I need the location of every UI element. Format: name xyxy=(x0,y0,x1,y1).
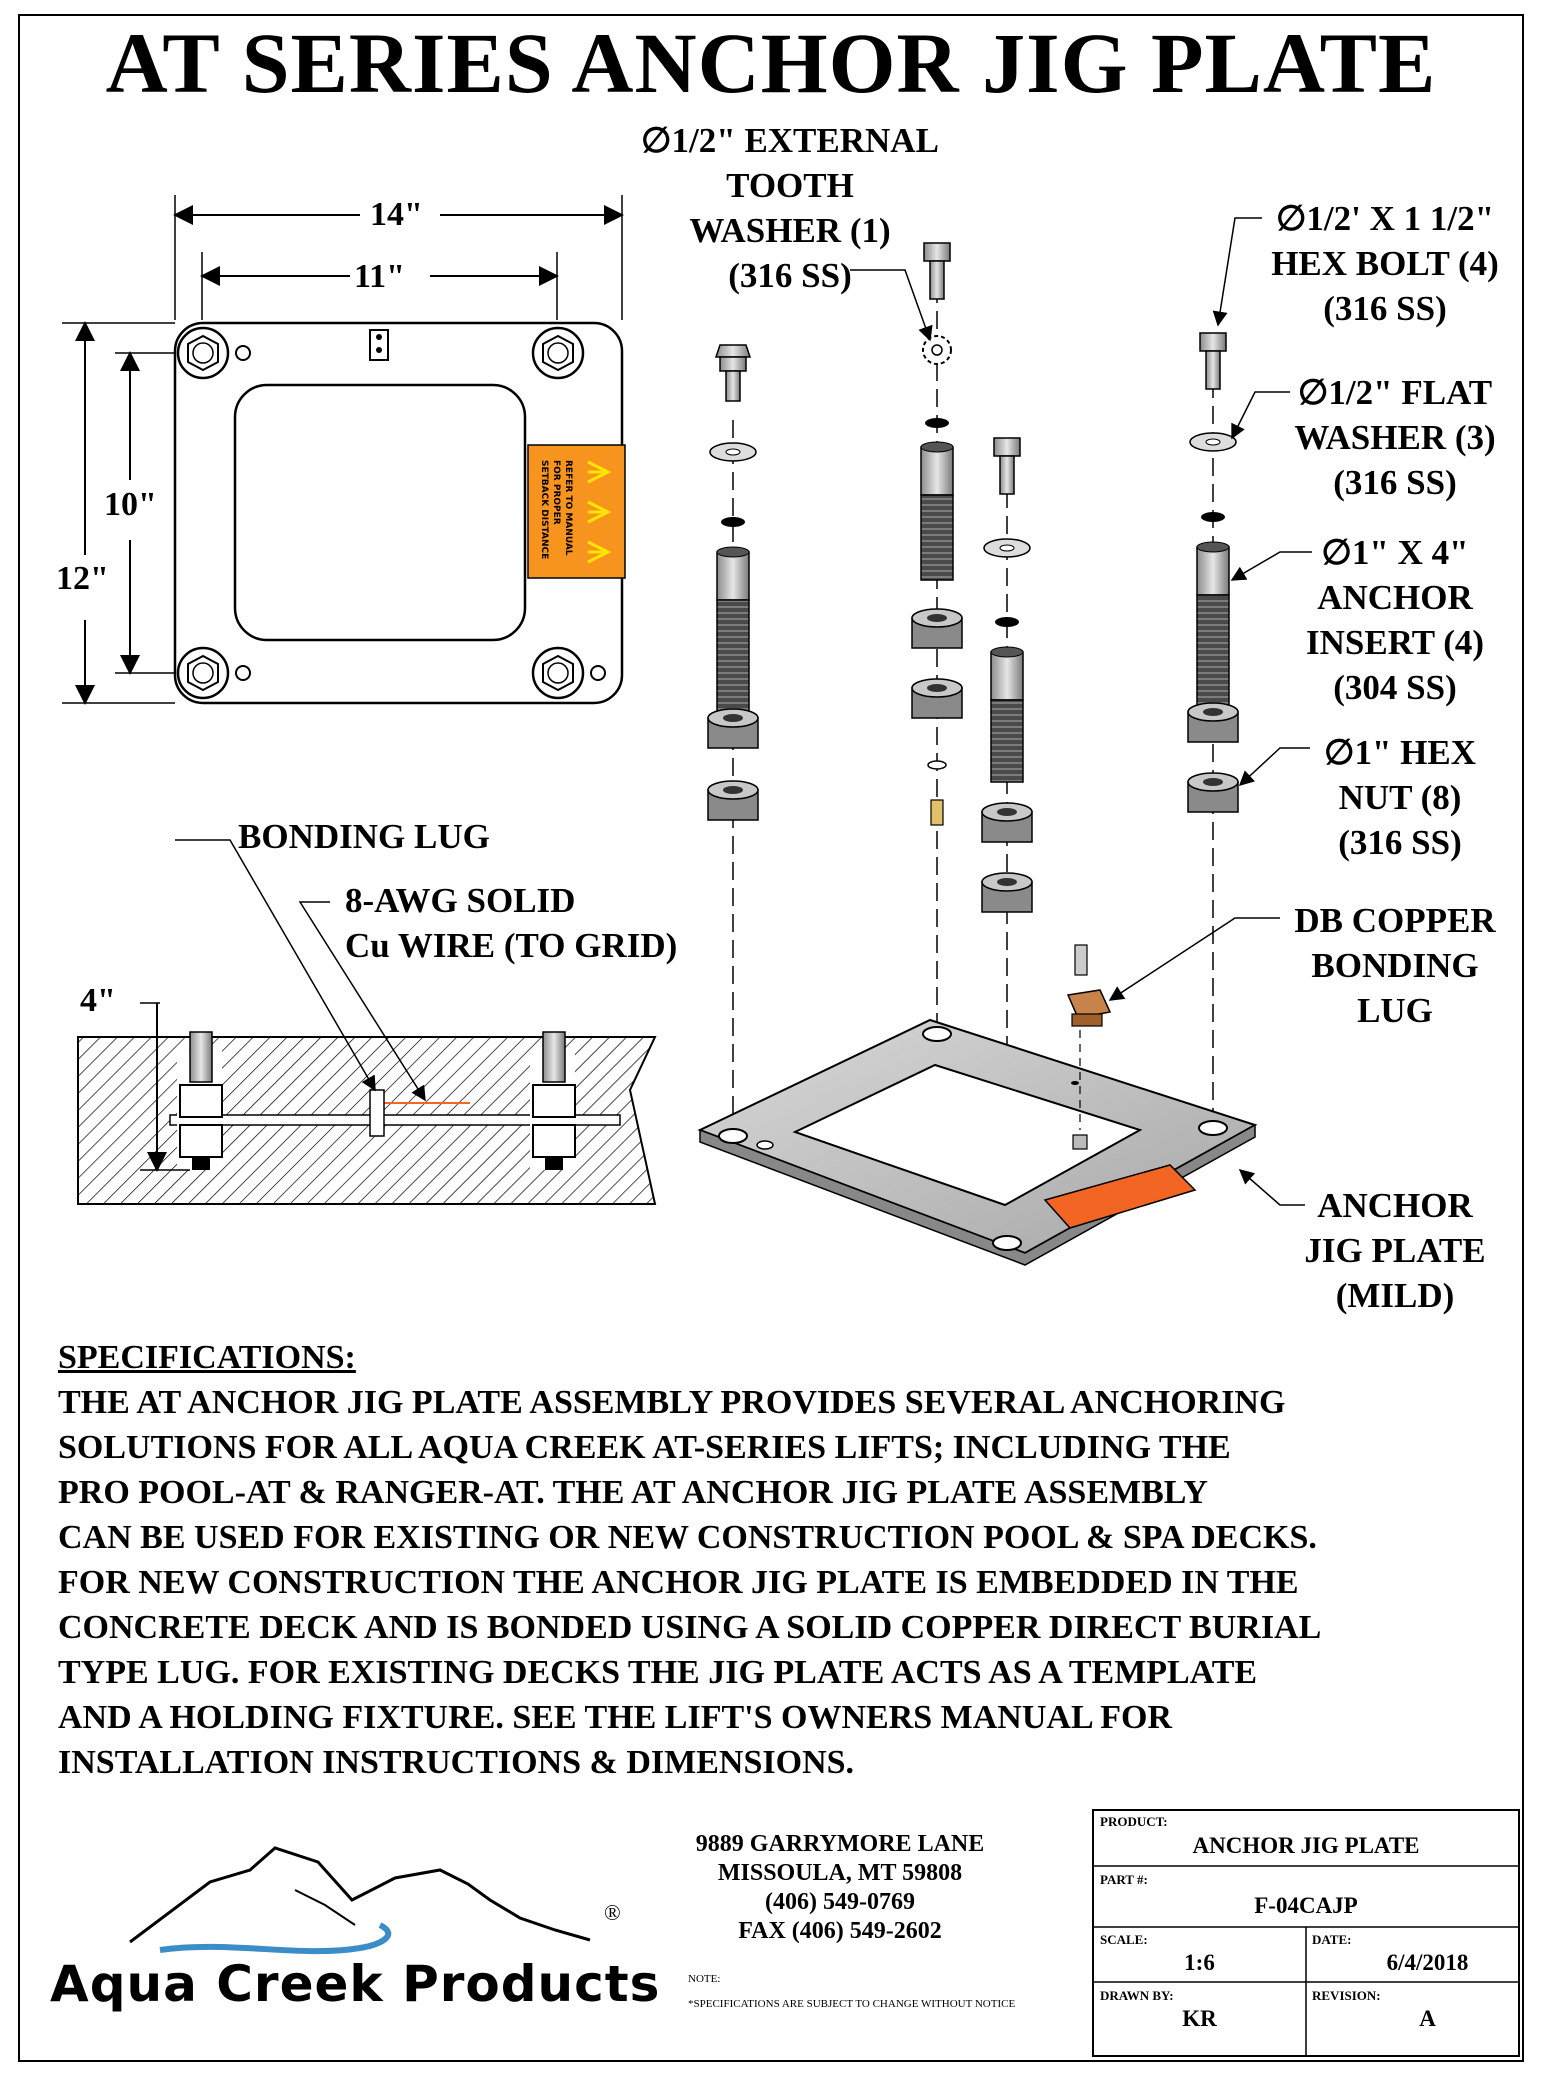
anchor-insert-4 xyxy=(1196,541,1230,706)
anchor-insert-3 xyxy=(990,646,1024,783)
note-label: NOTE: xyxy=(688,1973,721,1985)
callout-hex-bolt: ∅1/2' X 1 1/2" HEX BOLT (4) (316 SS) xyxy=(1271,199,1499,328)
revision-label: REVISION: xyxy=(1312,1988,1381,2003)
part-label: PART #: xyxy=(1100,1872,1148,1887)
tooth-washer xyxy=(922,335,952,365)
warning-label-line3: SETBACK DISTANCE xyxy=(539,460,549,559)
flat-washer-2 xyxy=(983,538,1031,558)
callout-hex-nut: ∅1" HEX NUT (8) (316 SS) xyxy=(1323,733,1476,862)
dim-height-outer: 12" xyxy=(52,562,113,596)
product-value: ANCHOR JIG PLATE xyxy=(1192,1833,1420,1858)
warning-label-line2: FOR PROPER xyxy=(551,460,561,525)
bolt-2 xyxy=(923,242,951,300)
spec-line: PRO POOL-AT & RANGER-AT. THE AT ANCHOR J… xyxy=(58,1474,1208,1511)
registered-mark: ® xyxy=(604,1900,621,1925)
spec-line: CAN BE USED FOR EXISTING OR NEW CONSTRUC… xyxy=(58,1519,1317,1556)
orange-warning-label: REFER TO MANUAL FOR PROPER SETBACK DISTA… xyxy=(527,444,626,579)
note-text: *SPECIFICATIONS ARE SUBJECT TO CHANGE WI… xyxy=(688,1998,1016,2010)
date-value: 6/4/2018 xyxy=(1386,1950,1469,1975)
spec-line: TYPE LUG. FOR EXISTING DECKS THE JIG PLA… xyxy=(58,1654,1258,1691)
flat-washer-1 xyxy=(709,442,757,462)
part-value: F-04CAJP xyxy=(1254,1893,1358,1918)
drawing-frame xyxy=(18,14,1524,2062)
dim-width-inner: 11" xyxy=(350,260,409,294)
hex-nut xyxy=(707,780,759,821)
spec-line: CONCRETE DECK AND IS BONDED USING A SOLI… xyxy=(58,1609,1322,1646)
top-view-bolt xyxy=(531,646,585,700)
bolt-4 xyxy=(1199,332,1227,390)
drawing-title: AT SERIES ANCHOR JIG PLATE xyxy=(105,15,1437,111)
top-view-bolt xyxy=(176,646,230,700)
company-logo xyxy=(129,1846,591,1955)
copper-bonding-lug xyxy=(1066,944,1112,1150)
specifications-heading: SPECIFICATIONS: xyxy=(58,1339,356,1376)
top-view-bolt xyxy=(531,326,585,380)
dim-width-outer: 14" xyxy=(366,198,427,232)
top-view-bolt xyxy=(176,326,230,380)
callout-flat-washer: ∅1/2" FLAT WASHER (3) (316 SS) xyxy=(1294,373,1496,502)
hex-nut xyxy=(1187,772,1239,813)
scale-label: SCALE: xyxy=(1100,1932,1148,1947)
spec-line: AND A HOLDING FIXTURE. SEE THE LIFT'S OW… xyxy=(58,1699,1173,1736)
spec-line: SOLUTIONS FOR ALL AQUA CREEK AT-SERIES L… xyxy=(58,1429,1231,1466)
exploded-view xyxy=(697,217,1312,1266)
title-block-grid xyxy=(1092,1809,1520,2057)
company-name: Aqua Creek Products xyxy=(50,1955,661,2013)
hex-nut xyxy=(1187,702,1239,743)
callout-anchor-insert: ∅1" X 4" ANCHOR INSERT (4) (304 SS) xyxy=(1305,533,1485,707)
section-view xyxy=(77,839,657,1205)
anchor-insert-1 xyxy=(716,546,750,713)
revision-value: A xyxy=(1419,2006,1436,2031)
jig-plate-3d xyxy=(697,1018,1258,1266)
drawn-by-value: KR xyxy=(1182,2006,1217,2031)
hex-nut xyxy=(911,608,963,649)
date-label: DATE: xyxy=(1312,1932,1352,1947)
callout-tooth-washer: ∅1/2" EXTERNAL TOOTH WASHER (1) (316 SS) xyxy=(641,121,939,295)
spec-line: INSTALLATION INSTRUCTIONS & DIMENSIONS. xyxy=(58,1744,855,1781)
bolt-1 xyxy=(714,344,752,402)
specifications: SPECIFICATIONS: THE AT ANCHOR JIG PLATE … xyxy=(58,1335,1498,1785)
callout-bonding-lug: BONDING LUG xyxy=(238,817,490,856)
product-label: PRODUCT: xyxy=(1100,1814,1168,1829)
callout-jig-plate: ANCHOR JIG PLATE (MILD) xyxy=(1304,1186,1486,1315)
scale-value: 1:6 xyxy=(1184,1950,1215,1975)
bolt-3 xyxy=(993,437,1021,495)
hex-nut xyxy=(981,802,1033,843)
hex-nut xyxy=(981,872,1033,913)
callout-copper-lug: DB COPPER BONDING LUG xyxy=(1294,901,1496,1030)
drawn-by-label: DRAWN BY: xyxy=(1100,1988,1174,2003)
warning-label-line1: REFER TO MANUAL xyxy=(563,460,573,556)
dim-height-inner: 10" xyxy=(100,488,161,522)
anchor-insert-2 xyxy=(920,441,954,581)
callout-wire: 8-AWG SOLID Cu WIRE (TO GRID) xyxy=(345,881,678,965)
hex-nut xyxy=(707,708,759,749)
spec-line: THE AT ANCHOR JIG PLATE ASSEMBLY PROVIDE… xyxy=(58,1384,1286,1421)
dim-depth: 4" xyxy=(80,982,116,1019)
company-address: 9889 GARRYMORE LANE MISSOULA, MT 59808 (… xyxy=(695,1831,985,1944)
flat-washer-3 xyxy=(1189,432,1237,452)
hex-nut xyxy=(911,678,963,719)
top-view: REFER TO MANUAL FOR PROPER SETBACK DISTA… xyxy=(62,195,626,705)
spec-line: FOR NEW CONSTRUCTION THE ANCHOR JIG PLAT… xyxy=(58,1564,1299,1601)
